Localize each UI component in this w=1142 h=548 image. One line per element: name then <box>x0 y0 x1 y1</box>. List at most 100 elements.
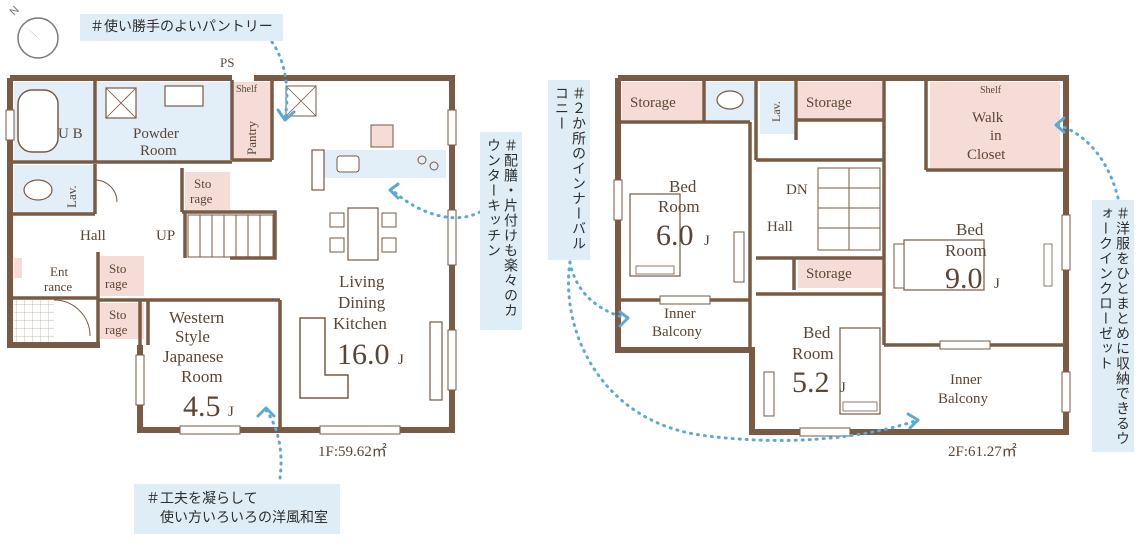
storage-c-label-1: Sto <box>109 307 126 322</box>
storage-b-label-1: Sto <box>109 261 126 276</box>
arrow-japanese <box>256 406 276 418</box>
storage-a-label-1: Sto <box>194 176 211 191</box>
bed3 <box>839 327 881 415</box>
powder-sink <box>164 85 204 107</box>
floor1-plan <box>5 75 457 435</box>
bed2 <box>903 239 985 291</box>
lav2-floor <box>760 82 794 134</box>
powder-label-2: Room <box>140 143 177 159</box>
ldk-label-2: Dining <box>338 293 386 312</box>
balcony1-callout <box>568 260 628 320</box>
arrow-balcony2 <box>906 412 920 430</box>
desk1 <box>733 231 745 283</box>
bed3-label-2: Room <box>792 344 834 363</box>
toilet1 <box>23 179 53 201</box>
desk2 <box>893 243 905 289</box>
hall2-label: Hall <box>767 219 793 235</box>
sofa <box>299 317 349 399</box>
bed2-label-2: Room <box>945 241 987 260</box>
bed3-size: 5.2 <box>792 366 830 399</box>
up-label: UP <box>156 228 175 244</box>
storage-c-floor <box>100 303 144 339</box>
western-size: 4.5 <box>183 390 221 423</box>
ldk-jo: J <box>398 352 404 368</box>
bed1-jo: J <box>704 233 710 249</box>
entrance-tile <box>14 300 54 345</box>
lav1-label: Lav. <box>64 185 79 208</box>
bed1-label-1: Bed <box>669 177 697 196</box>
entrance-label-1: Ent <box>50 264 68 279</box>
japanese-note-line2: 使い方いろいろの洋風和室 <box>160 510 328 526</box>
storage-b-label-2: rage <box>105 276 128 291</box>
inner1-label-2: Balcony <box>652 324 702 340</box>
toilet2 <box>716 90 744 110</box>
arrow-balcony1 <box>618 310 630 328</box>
bed3-jo: J <box>840 380 846 396</box>
storage1-label: Storage <box>630 95 676 111</box>
pantry-floor <box>233 82 271 160</box>
shelf2-label: Shelf <box>980 85 1002 96</box>
bed3-label-1: Bed <box>803 323 831 342</box>
arrow-pantry <box>276 108 296 122</box>
wic-label-1: Walk <box>972 110 1004 126</box>
storage1-floor <box>622 82 702 120</box>
callout-dots <box>264 40 1120 480</box>
bed2-label-1: Bed <box>956 220 984 239</box>
wic-label-3: Closet <box>967 147 1006 163</box>
closet-callout <box>1056 123 1120 200</box>
shelf1-label: Shelf <box>236 84 258 95</box>
compass-north-label: N <box>8 4 22 18</box>
pantry-label: Pantry <box>244 121 259 155</box>
floor2-stairs <box>817 167 881 251</box>
ldk-size: 16.0 <box>337 338 390 371</box>
western-label-1: Western <box>169 308 225 327</box>
ub-label: U B <box>58 126 83 142</box>
floor1-stairs <box>187 214 274 258</box>
powder-label-1: Powder <box>133 126 179 142</box>
western-label-3: Japanese <box>163 347 223 366</box>
storage2-floor <box>798 82 882 120</box>
inner2-label-2: Balcony <box>938 391 988 407</box>
hall1-label: Hall <box>80 228 106 244</box>
floor1-windows <box>5 109 457 435</box>
balcony2-callout <box>567 260 920 442</box>
closet-note: ＃洋服をひとまとめに収納できるウォークインクローゼット <box>1092 200 1134 452</box>
balcony-note: ＃２か所のインナーバルコニー <box>548 80 590 260</box>
pantry-callout <box>270 40 289 120</box>
floor2-windows <box>613 179 1071 437</box>
japanese-note-line1: ＃工夫を凝らして <box>146 491 258 507</box>
floor1-area: 1F:59.62㎡ <box>318 443 387 460</box>
desk3 <box>763 371 775 417</box>
storage-a-floor <box>185 172 230 210</box>
bed1-label-2: Room <box>658 197 700 216</box>
entrance-shoe-box <box>14 258 22 278</box>
arrow-closet <box>1054 116 1066 134</box>
storage2-label: Storage <box>806 95 852 111</box>
ps-label: PS <box>220 55 234 70</box>
tv-board <box>429 321 443 401</box>
storage-a-label-2: rage <box>190 191 213 206</box>
inner2-label-1: Inner <box>950 372 982 388</box>
floor2-area: 2F:61.27㎡ <box>948 443 1017 460</box>
dn-label: DN <box>786 182 808 198</box>
bed1-size: 6.0 <box>656 219 694 252</box>
bed1 <box>629 193 681 277</box>
entrance-label-2: rance <box>44 279 72 294</box>
dining-table <box>347 207 379 261</box>
ldk-label-1: Living <box>339 272 385 291</box>
counter-end <box>311 149 325 191</box>
western-label-4: Room <box>181 367 223 386</box>
kitchen-sink <box>336 155 360 173</box>
western-label-2: Style <box>175 327 210 346</box>
counter-callout <box>390 188 482 220</box>
storage-c-label-2: rage <box>105 322 128 337</box>
ldk-label-3: Kitchen <box>333 314 387 333</box>
wic-label-2: in <box>990 128 1002 144</box>
under-floor-storage <box>370 124 394 148</box>
bed2-size: 9.0 <box>945 262 983 295</box>
storage3-label: Storage <box>806 266 852 282</box>
wic-floor <box>930 82 1060 168</box>
bathtub <box>17 89 59 153</box>
storage-b-floor <box>100 256 144 296</box>
